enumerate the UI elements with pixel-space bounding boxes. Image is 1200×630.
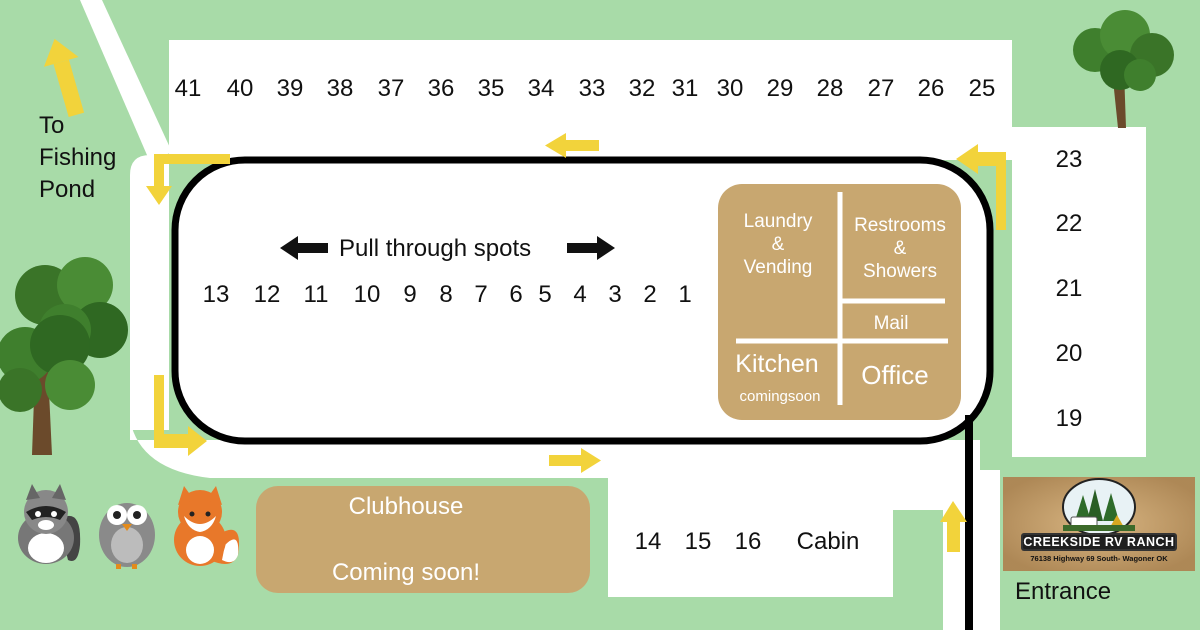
traffic-arrows — [43, 38, 1006, 552]
corner-arrow-icon — [146, 154, 230, 205]
clubhouse-building — [256, 486, 590, 593]
cabin-lot — [608, 470, 893, 597]
entrance-line — [965, 415, 973, 630]
site-number: 19 — [1055, 405, 1083, 432]
tree-icon — [0, 315, 95, 455]
right-road — [1012, 127, 1146, 457]
site-number: 16 — [734, 528, 762, 555]
pull-through-label: Pull through spots — [339, 235, 532, 262]
site-number: 27 — [867, 75, 895, 102]
site-number: 7 — [474, 281, 488, 308]
site-number: 41 — [174, 75, 202, 102]
showers-text: Showers — [863, 260, 937, 282]
office-label: Office — [861, 360, 929, 390]
fishing-label-line: Pond — [39, 176, 96, 203]
fishing-arrow-icon — [43, 38, 85, 118]
restrooms-showers-label: Restrooms & Showers — [845, 215, 955, 283]
laundry-vending-label: Laundry & Vending — [724, 211, 832, 279]
site-number: 11 — [303, 281, 329, 308]
entrance-label: Entrance — [1015, 578, 1112, 605]
site-number: 5 — [538, 281, 552, 308]
restrooms-text: Restrooms — [854, 215, 946, 236]
site-number: 28 — [816, 75, 844, 102]
site-number: 30 — [716, 75, 744, 102]
cabin-label: Cabin — [796, 528, 860, 555]
site-number: 4 — [573, 281, 587, 308]
owl-icon — [99, 503, 155, 569]
logo-address: 76138 Highway 69 South- Wagoner OK — [1030, 554, 1168, 563]
site-number: 13 — [202, 281, 230, 308]
fishing-path — [80, 0, 172, 162]
site-number: 38 — [326, 75, 354, 102]
kitchen-label: Kitchen — [735, 350, 819, 378]
mail-label: Mail — [873, 313, 909, 334]
cabin-lot-ext — [893, 470, 943, 510]
site-number: 37 — [377, 75, 405, 102]
office-dividers — [736, 192, 948, 405]
roads — [80, 0, 1146, 630]
fishing-label-line: To — [39, 112, 65, 139]
right-arrow-icon — [549, 455, 581, 466]
tree-icon — [1073, 10, 1174, 128]
clubhouse-status: Coming soon! — [331, 559, 481, 586]
site-number: 32 — [628, 75, 656, 102]
restrooms-amp: & — [893, 237, 907, 259]
fishing-label-line: Fishing — [39, 144, 117, 171]
site-number: 25 — [968, 75, 996, 102]
creekside-logo: CREEKSIDE RV RANCH 76138 Highway 69 Sout… — [1003, 477, 1195, 571]
site-number: 8 — [439, 281, 453, 308]
left-arrow-icon — [566, 140, 599, 151]
kitchen-status: comingsoon — [739, 388, 821, 405]
pull-through-arrows — [280, 236, 615, 260]
laundry-text: Laundry — [743, 211, 813, 232]
logo-art — [1003, 477, 1195, 571]
site-number: 20 — [1055, 340, 1083, 367]
site-number: 10 — [353, 281, 381, 308]
site-number: 2 — [643, 281, 657, 308]
corner-arrow-icon — [154, 375, 207, 456]
bottom-road — [130, 420, 980, 478]
site-number: 14 — [634, 528, 662, 555]
site-number: 34 — [527, 75, 555, 102]
site-number: 6 — [509, 281, 523, 308]
laundry-amp: & — [771, 233, 785, 255]
site-number: 33 — [578, 75, 606, 102]
site-number: 31 — [671, 75, 699, 102]
left-road — [130, 155, 169, 430]
site-number: 3 — [608, 281, 622, 308]
site-number: 39 — [276, 75, 304, 102]
site-number: 12 — [253, 281, 281, 308]
right-arrow-icon — [597, 236, 615, 260]
site-number: 9 — [403, 281, 417, 308]
vending-text: Vending — [743, 256, 813, 278]
site-number: 26 — [917, 75, 945, 102]
site-number: 23 — [1055, 146, 1083, 173]
corner-arrow-icon — [956, 144, 1006, 230]
logo-title: CREEKSIDE RV RANCH — [1023, 535, 1175, 549]
left-arrow-icon — [280, 236, 298, 260]
site-number: 29 — [766, 75, 794, 102]
fishing-pond-label: To Fishing Pond — [39, 110, 116, 206]
site-number: 35 — [477, 75, 505, 102]
site-number: 15 — [684, 528, 712, 555]
site-number: 1 — [678, 281, 692, 308]
up-arrow-icon — [947, 522, 960, 552]
site-number: 36 — [427, 75, 455, 102]
site-number: 22 — [1055, 210, 1083, 237]
site-number: 21 — [1055, 275, 1083, 302]
clubhouse-label: Clubhouse — [348, 493, 464, 520]
fox-icon — [174, 486, 240, 566]
raccoon-icon — [18, 484, 81, 564]
site-number: 40 — [226, 75, 254, 102]
